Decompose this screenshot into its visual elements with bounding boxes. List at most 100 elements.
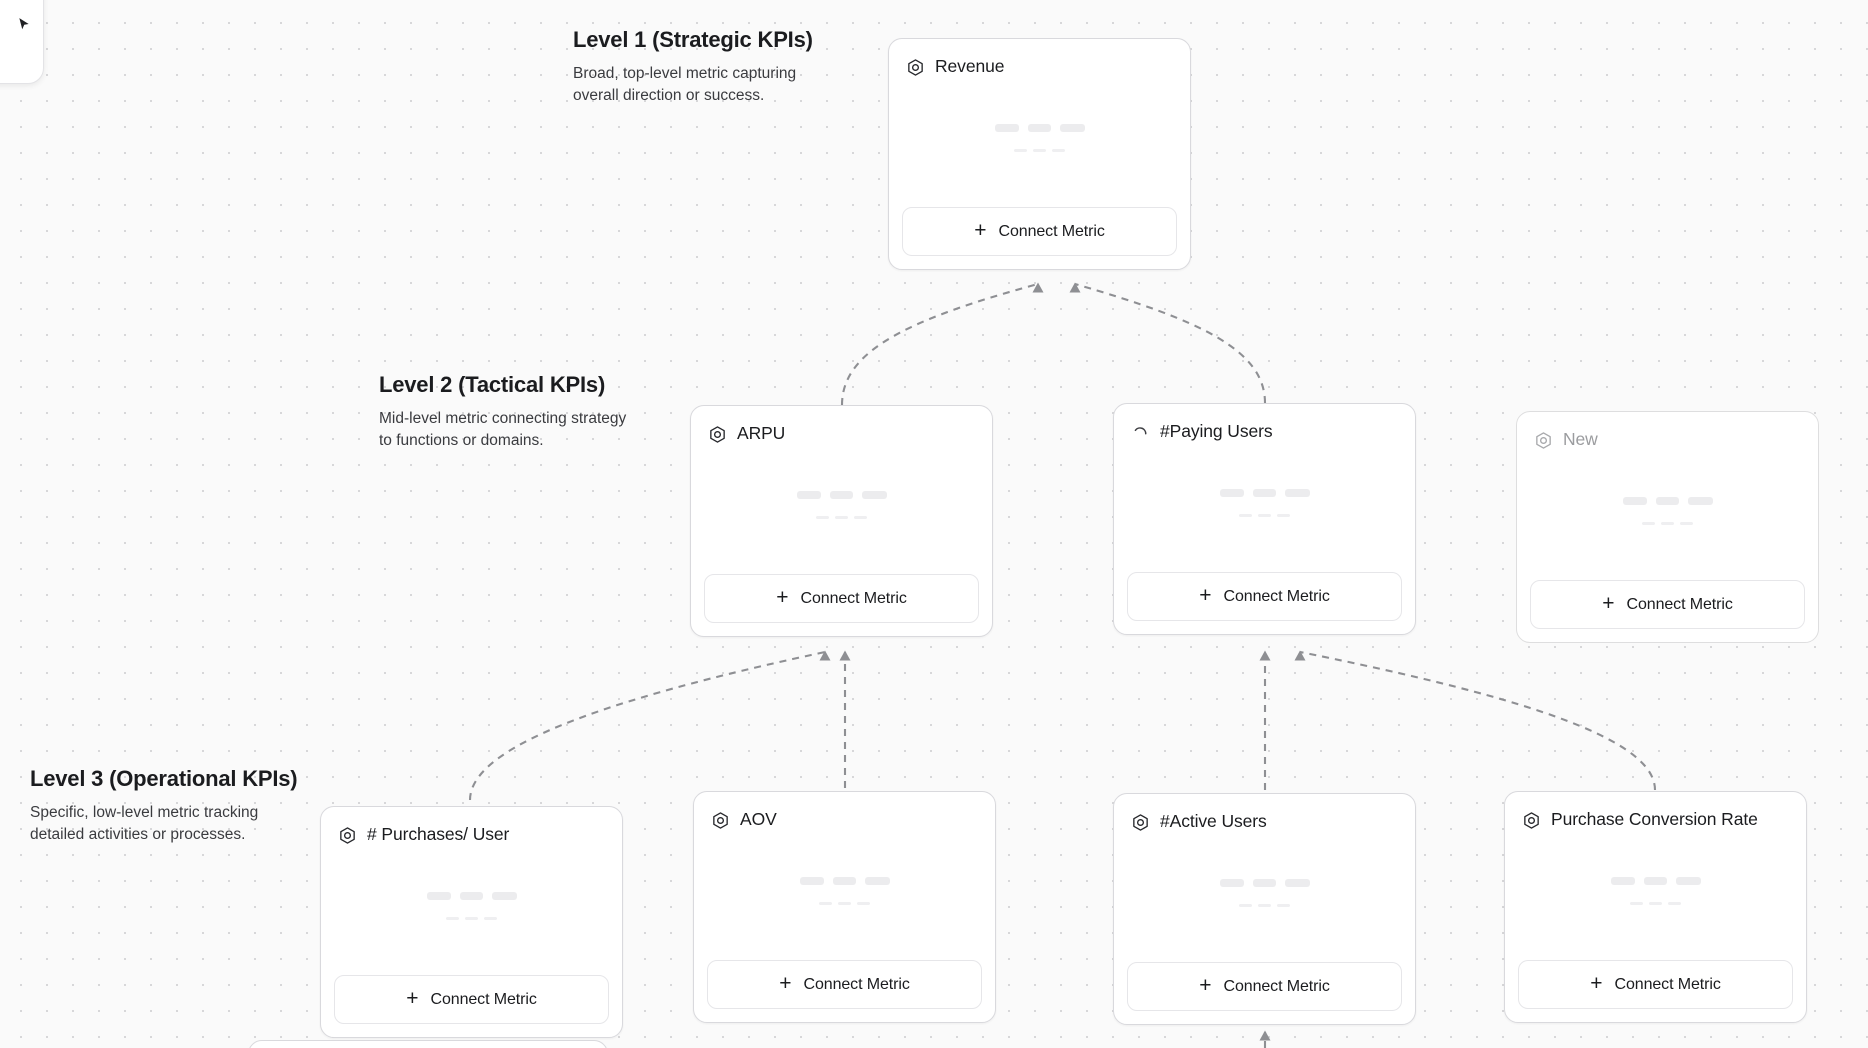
card-header: New: [1530, 426, 1805, 452]
skeleton-row-secondary: [819, 902, 870, 905]
skeleton-bar: [1052, 149, 1065, 152]
skeleton-bar: [1630, 902, 1643, 905]
skeleton-bar: [1643, 877, 1667, 885]
plus-icon: +: [776, 586, 789, 609]
card-header: ARPU: [704, 420, 979, 446]
connect-metric-label: Connect Metric: [998, 222, 1105, 240]
skeleton-bar: [861, 491, 887, 499]
skeleton-bar: [829, 491, 853, 499]
card-title: #Active Users: [1160, 811, 1267, 832]
hexagon-metric-icon: [338, 826, 357, 845]
edge-paying-users-to-revenue: [1069, 282, 1267, 404]
skeleton-row-secondary: [1642, 522, 1693, 525]
skeleton-bar: [1610, 877, 1635, 885]
card-title: New: [1563, 429, 1598, 450]
skeleton-bar: [832, 877, 856, 885]
skeleton-bar: [491, 892, 517, 900]
metric-card-active-users[interactable]: #Active Users + Connect Metric: [1113, 793, 1416, 1025]
hexagon-metric-icon: [1131, 813, 1150, 832]
skeleton-bar: [1258, 514, 1271, 517]
connect-metric-button[interactable]: + Connect Metric: [1530, 580, 1805, 629]
skeleton-bar: [1219, 489, 1244, 497]
skeleton-row-secondary: [816, 516, 867, 519]
skeleton-bar: [819, 902, 832, 905]
skeleton-bar: [484, 917, 497, 920]
skeleton-bar: [1661, 522, 1674, 525]
card-skeleton-body: [704, 446, 979, 574]
connect-metric-button[interactable]: + Connect Metric: [334, 975, 609, 1024]
hexagon-metric-icon: [711, 811, 730, 830]
card-header: # Purchases/ User: [334, 821, 609, 847]
skeleton-row-secondary: [446, 917, 497, 920]
plus-icon: +: [1590, 972, 1603, 995]
skeleton-bar: [1680, 522, 1693, 525]
metric-card-arpu[interactable]: ARPU + Connect Metric: [690, 405, 993, 637]
card-skeleton-body: [334, 847, 609, 975]
skeleton-bar: [1668, 902, 1681, 905]
skeleton-bar: [1277, 904, 1290, 907]
skeleton-row-primary: [426, 892, 517, 900]
level-1-title: Level 1 (Strategic KPIs): [573, 27, 813, 52]
connect-metric-button[interactable]: + Connect Metric: [902, 207, 1177, 256]
cursor-arrow-icon[interactable]: [17, 17, 31, 31]
hexagon-metric-icon: [1534, 431, 1553, 450]
skeleton-row-primary: [799, 877, 890, 885]
hexagon-metric-icon: [1522, 811, 1541, 830]
metric-card-purchase-conversion-rate[interactable]: Purchase Conversion Rate + Connect Metri…: [1504, 791, 1807, 1023]
card-title: # Purchases/ User: [367, 824, 510, 845]
skeleton-bar: [1219, 879, 1244, 887]
connect-metric-label: Connect Metric: [1614, 975, 1721, 993]
skeleton-bar: [446, 917, 459, 920]
plus-icon: +: [974, 219, 987, 242]
card-title: Revenue: [935, 56, 1005, 77]
card-skeleton-body: [1127, 444, 1402, 572]
level-2-title: Level 2 (Tactical KPIs): [379, 372, 606, 397]
connect-metric-button[interactable]: + Connect Metric: [707, 960, 982, 1009]
metric-card-paying-users[interactable]: #Paying Users + Connect Metric: [1113, 403, 1416, 635]
connect-metric-label: Connect Metric: [1626, 595, 1733, 613]
card-header: #Active Users: [1127, 808, 1402, 834]
card-skeleton-body: [1530, 452, 1805, 580]
skeleton-bar: [994, 124, 1019, 132]
connect-metric-label: Connect Metric: [800, 589, 907, 607]
skeleton-bar: [1239, 514, 1252, 517]
metric-card-purchases-per-user[interactable]: # Purchases/ User + Connect Metric: [320, 806, 623, 1038]
skeleton-bar: [799, 877, 824, 885]
skeleton-bar: [1258, 904, 1271, 907]
connect-metric-button[interactable]: + Connect Metric: [1127, 572, 1402, 621]
skeleton-bar: [854, 516, 867, 519]
skeleton-bar: [857, 902, 870, 905]
connect-metric-label: Connect Metric: [803, 975, 910, 993]
skeleton-bar: [1675, 877, 1701, 885]
skeleton-bar: [1033, 149, 1046, 152]
skeleton-bar: [465, 917, 478, 920]
metric-card-new[interactable]: New + Connect Metric: [1516, 411, 1819, 643]
metric-card-offscreen-bottom[interactable]: [248, 1040, 608, 1048]
skeleton-bar: [1284, 879, 1310, 887]
level-3-label: Level 3 (Operational KPIs) Specific, low…: [30, 765, 298, 846]
connect-metric-button[interactable]: + Connect Metric: [1518, 960, 1793, 1009]
level-3-title: Level 3 (Operational KPIs): [30, 766, 298, 791]
skeleton-bar: [1027, 124, 1051, 132]
skeleton-bar: [796, 491, 821, 499]
plus-icon: +: [1199, 584, 1212, 607]
connect-metric-button[interactable]: + Connect Metric: [1127, 962, 1402, 1011]
connect-metric-button[interactable]: + Connect Metric: [704, 574, 979, 623]
connect-metric-label: Connect Metric: [1223, 587, 1330, 605]
metric-card-revenue[interactable]: Revenue + Connect Metric: [888, 38, 1191, 270]
floating-toolbar-panel[interactable]: [0, 0, 44, 84]
card-title: ARPU: [737, 423, 786, 444]
edge-arpu-to-revenue: [840, 282, 1044, 406]
skeleton-row-primary: [796, 491, 887, 499]
card-skeleton-body: [707, 832, 982, 960]
metric-card-aov[interactable]: AOV + Connect Metric: [693, 791, 996, 1023]
skeleton-bar: [838, 902, 851, 905]
plus-icon: +: [1199, 974, 1212, 997]
skeleton-row-primary: [1622, 497, 1713, 505]
plus-icon: +: [779, 972, 792, 995]
skeleton-bar: [426, 892, 451, 900]
skeleton-row-secondary: [1239, 904, 1290, 907]
hexagon-metric-icon: [708, 425, 727, 444]
skeleton-bar: [1252, 879, 1276, 887]
